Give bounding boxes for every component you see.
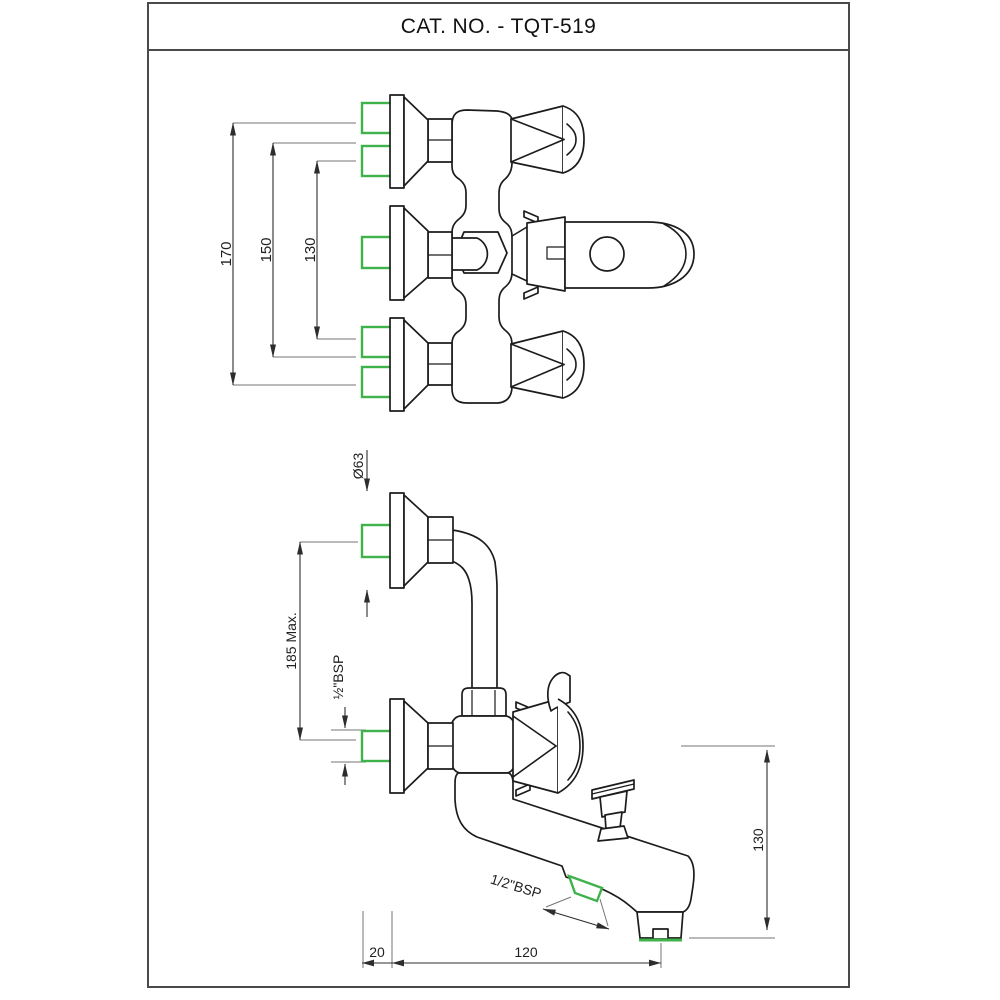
top-view: 170 150 130 bbox=[218, 94, 695, 412]
dim-170: 170 bbox=[218, 122, 237, 386]
dim-flange-diameter: Ø63 bbox=[350, 450, 371, 617]
diverter-hole-top-view bbox=[589, 236, 625, 272]
handle-knob-hot-top-view bbox=[510, 105, 585, 174]
shower-outlet-thread bbox=[567, 874, 604, 903]
aerator-tip bbox=[636, 911, 684, 942]
dim-20-label: 20 bbox=[369, 944, 385, 960]
knob-tab bbox=[515, 783, 531, 797]
dim-dia63-label: Ø63 bbox=[350, 453, 366, 480]
dim-inlet-bsp: ½"BSP bbox=[330, 655, 349, 785]
body-top-nut bbox=[461, 687, 507, 717]
diverter-knob bbox=[591, 779, 635, 842]
dim-130-top-view: 130 bbox=[302, 160, 321, 340]
dim-150-label: 150 bbox=[258, 237, 275, 262]
dim-half-bsp-label: ½"BSP bbox=[330, 655, 346, 700]
dim-20-120: 20 120 bbox=[362, 944, 661, 967]
hex-nuts-top-view bbox=[427, 118, 453, 386]
handle-knob-side-view bbox=[512, 671, 584, 797]
dim-170-label: 170 bbox=[218, 241, 235, 266]
pipe-end-top-view bbox=[451, 237, 489, 271]
dim-130-side-label: 130 bbox=[750, 828, 766, 852]
catalog-number-title: CAT. NO. - TQT-519 bbox=[400, 14, 597, 38]
lower-wall-flange bbox=[389, 698, 454, 794]
wall-inlet-connectors-top-view bbox=[360, 101, 394, 399]
side-view: Ø63 185 Max. ½"BSP 130 1/2"BSP bbox=[283, 450, 775, 968]
dim-130-side-view: 130 bbox=[750, 749, 771, 931]
title-bar: CAT. NO. - TQT-519 bbox=[149, 4, 848, 51]
aerator-notch bbox=[652, 928, 669, 940]
dim-120-label: 120 bbox=[514, 944, 538, 960]
upper-wall-inlet bbox=[360, 523, 394, 559]
spout-junction-tab bbox=[523, 286, 539, 300]
spout-top-view bbox=[511, 210, 695, 300]
dim-185-max: 185 Max. bbox=[283, 541, 304, 741]
upper-wall-flange bbox=[389, 492, 454, 589]
dim-shower-bsp-label: 1/2"BSP bbox=[489, 871, 544, 902]
dim-185-label: 185 Max. bbox=[283, 612, 299, 670]
lower-wall-inlet bbox=[360, 729, 394, 763]
handle-knob-cold-top-view bbox=[510, 330, 585, 399]
dim-150: 150 bbox=[258, 142, 277, 358]
mixer-body-side-view bbox=[448, 715, 518, 774]
shower-bend-pipe bbox=[451, 529, 498, 691]
wall-flanges-top-view bbox=[389, 94, 429, 412]
dim-130-top-label: 130 bbox=[302, 237, 319, 262]
